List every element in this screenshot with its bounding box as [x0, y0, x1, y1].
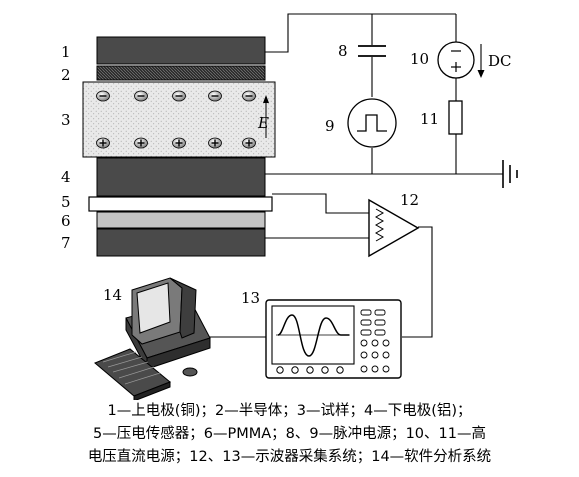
ground-symbol [502, 160, 518, 188]
label-3: 3 [61, 111, 71, 129]
capacitor-8 [358, 45, 386, 57]
label-6: 6 [61, 212, 71, 230]
layer-4-lower-electrode [96, 157, 266, 197]
layer-7-base [96, 228, 266, 257]
label-1: 1 [61, 43, 71, 61]
caption-line-3: 电压直流电源；12、13—示波器采集系统；14—软件分析系统 [87, 449, 492, 465]
oscilloscope-13 [265, 299, 402, 379]
label-9: 9 [325, 117, 335, 135]
wiring [208, 13, 503, 338]
label-4: 4 [61, 168, 71, 186]
caption-line-1: 1—上电极(铜)；2—半导体；3—试样；4—下电极(铝)； [107, 403, 472, 419]
positive-charges [96, 137, 256, 149]
label-14: 14 [103, 286, 122, 304]
field-arrow: E [257, 95, 269, 138]
label-7: 7 [61, 234, 71, 252]
layer-6-pmma [96, 211, 266, 229]
label-13: 13 [241, 289, 260, 307]
label-8: 8 [338, 42, 348, 60]
resistor-11 [448, 100, 463, 135]
pulse-source-9 [347, 98, 397, 148]
field-label: E [257, 114, 269, 132]
dc-source-10 [437, 41, 485, 79]
layer-2-semiconductor [96, 65, 266, 81]
label-12: 12 [400, 191, 419, 209]
label-10: 10 [410, 50, 429, 68]
label-5: 5 [61, 193, 71, 211]
label-dc: DC [488, 52, 512, 70]
caption-line-2: 5—压电传感器；6—PMMA；8、9—脉冲电源；10、11—高 [93, 426, 486, 442]
amplifier-12 [368, 198, 420, 258]
layer-1-upper-electrode [96, 36, 266, 65]
label-11: 11 [420, 110, 439, 128]
computer-14 [94, 277, 211, 400]
label-2: 2 [61, 66, 71, 84]
layer-5-piezo-sensor [88, 196, 273, 212]
experimental-setup-diagram: E [61, 13, 518, 400]
negative-charges [96, 90, 256, 102]
